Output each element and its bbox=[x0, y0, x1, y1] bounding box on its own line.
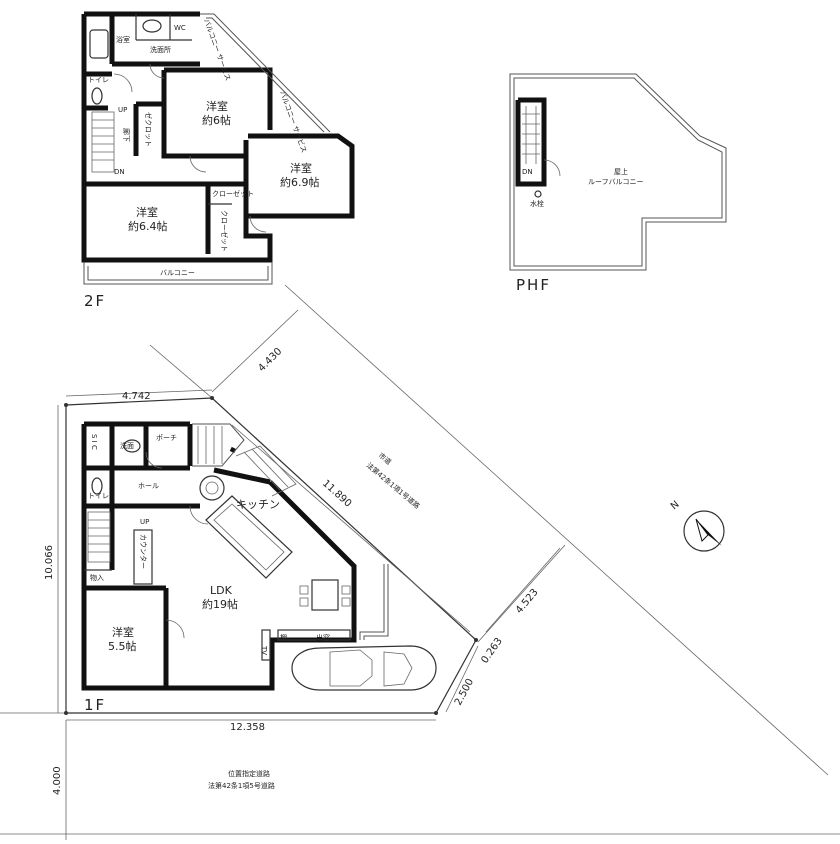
f2-bath: 浴室 bbox=[116, 35, 130, 44]
dim-road-width: 4.000 bbox=[52, 766, 63, 795]
f1-tv: TV bbox=[260, 645, 268, 655]
phf-plan bbox=[509, 73, 727, 271]
dim-right: 4.523 bbox=[514, 587, 541, 616]
f1-shelf: 棚 bbox=[280, 633, 287, 642]
floor1-plan bbox=[81, 421, 357, 691]
dim-diagonal: 11.890 bbox=[320, 478, 353, 510]
f1-up: UP bbox=[140, 518, 149, 526]
road-east-type: 法第42条1項1号道路 bbox=[365, 461, 422, 511]
f2-west-room-69-size: 約6.9帖 bbox=[280, 175, 320, 189]
svg-text:N: N bbox=[669, 499, 682, 512]
f2-service-balcony-2: バルコニー サービス bbox=[278, 90, 309, 154]
f1-hall: ホール bbox=[138, 482, 159, 490]
f1-toilet: トイレ bbox=[88, 492, 109, 500]
f1-sic: S I C bbox=[90, 434, 98, 450]
dim-corner-b: 2.500 bbox=[453, 677, 476, 707]
f1-storage: 物入 bbox=[90, 573, 104, 582]
dim-top: 4.742 bbox=[122, 391, 151, 402]
f2-wc: WC bbox=[174, 24, 186, 32]
dim-corner-a: 0.263 bbox=[479, 636, 504, 666]
car-icon bbox=[291, 645, 437, 691]
f2-west-room-64-size: 約6.4帖 bbox=[128, 219, 168, 233]
dim-top-right: 4.430 bbox=[256, 346, 284, 374]
f2-balcony: バルコニー bbox=[160, 269, 195, 277]
dim-left: 10.066 bbox=[44, 545, 55, 580]
f1-porch: ポーチ bbox=[156, 434, 177, 442]
f2-closet-a: ゼクロット bbox=[144, 112, 153, 147]
road-south-name: 位置指定道路 bbox=[228, 769, 270, 778]
f1-bench: 出窓 bbox=[316, 633, 330, 642]
f1-label: 1F bbox=[84, 696, 106, 714]
f2-dn: DN bbox=[114, 168, 125, 176]
f2-toilet: トイレ bbox=[88, 76, 109, 84]
phf-dn: DN bbox=[522, 168, 533, 176]
f2-closet-c: クローゼット bbox=[220, 210, 229, 252]
north-arrow-icon: N bbox=[669, 499, 725, 552]
f1-counter: カウンター bbox=[139, 534, 148, 569]
f1-washroom: 洗面 bbox=[120, 441, 134, 450]
site-boundary bbox=[65, 397, 477, 714]
phf-roof-2: ルーフバルコニー bbox=[588, 178, 643, 186]
phf-roof-1: 屋上 bbox=[614, 167, 628, 176]
f2-up: UP bbox=[118, 106, 127, 114]
road-lines bbox=[0, 284, 840, 840]
f2-corridor: 廊下 bbox=[122, 128, 131, 142]
f2-west-room-6-size: 約6帖 bbox=[202, 113, 231, 127]
dim-bottom: 12.358 bbox=[230, 722, 265, 733]
floor2-plan bbox=[81, 11, 355, 285]
dimension-lines bbox=[57, 309, 561, 721]
f2-label: 2F bbox=[84, 292, 106, 310]
f2-washroom: 洗面所 bbox=[150, 45, 171, 54]
parking-area bbox=[359, 564, 389, 640]
f2-west-room-69: 洋室 bbox=[290, 161, 312, 175]
f1-ldk-size: 約19帖 bbox=[202, 597, 238, 611]
f1-kitchen: キッチン bbox=[236, 498, 280, 511]
phf-faucet: 水栓 bbox=[530, 199, 544, 208]
f1-ldk: LDK bbox=[210, 584, 233, 597]
road-east-name: 市道 bbox=[377, 451, 394, 467]
phf-label: PHF bbox=[516, 276, 551, 294]
f2-west-room-6: 洋室 bbox=[206, 99, 228, 113]
f2-west-room-64: 洋室 bbox=[136, 205, 158, 219]
road-south-type: 法第42条1項5号道路 bbox=[208, 781, 275, 790]
f2-closet-b: クローゼット bbox=[212, 189, 254, 198]
f1-west-room: 洋室 bbox=[112, 625, 134, 639]
f1-west-room-size: 5.5帖 bbox=[108, 640, 137, 653]
